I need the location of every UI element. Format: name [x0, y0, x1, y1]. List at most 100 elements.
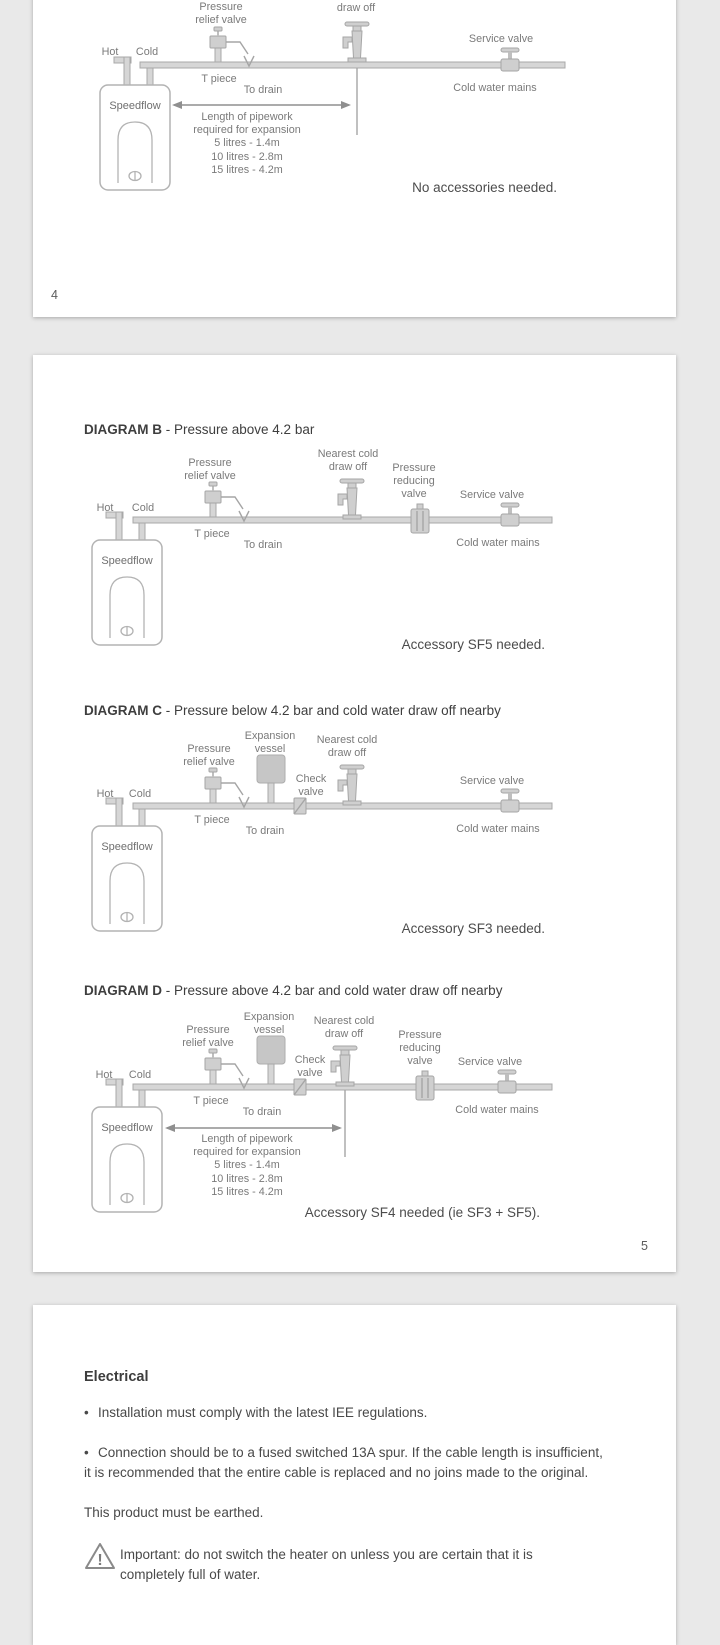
pressure-relief-valve-symbol — [204, 1048, 250, 1090]
page-number: 4 — [51, 288, 58, 302]
diagram-c-title-bold: DIAGRAM C — [84, 703, 162, 718]
expansion-note: Length of pipework required for expansio… — [193, 1133, 301, 1198]
pressure-reducing-valve-label: Pressure reducing valve — [398, 1029, 442, 1068]
nearest-cold-draw-off-label: Nearest cold draw off — [313, 1015, 375, 1041]
accessory-note: Accessory SF5 needed. — [401, 637, 545, 652]
service-valve-symbol — [500, 47, 520, 72]
cold-water-mains-label: Cold water mains — [456, 537, 540, 549]
hot-label: Hot — [96, 502, 114, 514]
important-note-line2: completely full of water. — [120, 1567, 261, 1582]
expansion-vessel-label: Expansion vessel — [243, 1011, 295, 1037]
diagram-b-title-bold: DIAGRAM B — [84, 422, 162, 437]
speedflow-unit — [91, 825, 163, 932]
diagram-b-title: DIAGRAM B - Pressure above 4.2 bar — [84, 422, 314, 437]
diagram-d-title-rest: - Pressure above 4.2 bar and cold water … — [162, 983, 503, 998]
expansion-vessel-label: Expansion vessel — [244, 730, 296, 756]
cold-water-mains-label: Cold water mains — [456, 823, 540, 835]
hot-cold-connection-pipes — [105, 1078, 146, 1108]
speedflow-label: Speedflow — [101, 841, 153, 853]
pressure-relief-valve-label: Pressure relief valve — [183, 743, 235, 769]
diagram-a-drawing — [99, 21, 566, 191]
pressure-reducing-valve-symbol — [415, 1070, 435, 1101]
tundish-icon — [238, 796, 250, 809]
accessory-note: Accessory SF4 needed (ie SF3 + SF5). — [304, 1205, 540, 1220]
electrical-heading: Electrical — [84, 1369, 149, 1385]
pressure-relief-valve-label: Pressure relief valve — [195, 1, 247, 27]
nearest-cold-draw-off-label: Nearest cold draw off — [316, 734, 378, 760]
tundish-icon — [243, 55, 255, 68]
warning-exclamation: ! — [97, 1552, 102, 1569]
to-drain-label: To drain — [242, 1106, 282, 1118]
page-5: DIAGRAM B - Pressure above 4.2 bar — [33, 355, 676, 1272]
diagram-c: Expansion vessel Nearest cold draw off P… — [33, 725, 676, 943]
bullet-glyph: • — [84, 1405, 89, 1420]
pressure-reducing-valve-symbol — [410, 503, 430, 534]
page-4: Pressure relief valve draw off Service v… — [33, 0, 676, 317]
pressure-relief-valve-symbol — [204, 481, 250, 523]
tundish-icon — [238, 510, 250, 523]
diagram-c-title-rest: - Pressure below 4.2 bar and cold water … — [162, 703, 501, 718]
draw-off-label: draw off — [336, 2, 376, 14]
bullet-text: Installation must comply with the latest… — [98, 1405, 428, 1420]
to-drain-label: To drain — [243, 84, 283, 96]
dimension-arrow — [172, 101, 351, 109]
check-valve-symbol — [293, 797, 307, 815]
expansion-vessel-symbol — [256, 754, 286, 804]
bullet-text: Connection should be to a fused switched… — [98, 1445, 603, 1460]
t-piece-label: T piece — [193, 1095, 229, 1107]
diagram-d-drawing — [91, 1035, 553, 1213]
cold-label: Cold — [128, 788, 152, 800]
page-6: Electrical • Installation must comply wit… — [33, 1305, 676, 1645]
cold-label: Cold — [131, 502, 155, 514]
check-valve-label: Check valve — [295, 773, 327, 799]
hot-cold-connection-pipes — [113, 56, 154, 86]
speedflow-unit — [91, 1106, 163, 1213]
diagram-d-title-bold: DIAGRAM D — [84, 983, 162, 998]
cold-label: Cold — [135, 46, 159, 58]
draw-off-tap-symbol — [337, 478, 365, 520]
service-valve-symbol — [500, 502, 520, 527]
pressure-relief-valve-label: Pressure relief valve — [182, 1024, 234, 1050]
service-valve-symbol — [500, 788, 520, 813]
draw-off-tap-symbol — [330, 1045, 358, 1087]
diagram-c-drawing — [91, 754, 553, 932]
pressure-relief-valve-symbol — [209, 26, 255, 68]
important-note-line1: Important: do not switch the heater on u… — [120, 1547, 533, 1562]
speedflow-label: Speedflow — [101, 1122, 153, 1134]
bullet-text-continuation: it is recommended that the entire cable … — [84, 1465, 589, 1480]
diagram-d-title: DIAGRAM D - Pressure above 4.2 bar and c… — [84, 983, 502, 998]
speedflow-unit — [91, 539, 163, 646]
t-piece-label: T piece — [201, 73, 237, 85]
pressure-relief-valve-label: Pressure relief valve — [184, 457, 236, 483]
cold-water-mains-label: Cold water mains — [455, 1104, 539, 1116]
hot-label: Hot — [101, 46, 119, 58]
speedflow-label: Speedflow — [101, 555, 153, 567]
service-valve-label: Service valve — [468, 33, 534, 45]
t-piece-label: T piece — [194, 814, 230, 826]
draw-off-tap-symbol — [337, 764, 365, 806]
check-valve-symbol — [293, 1078, 307, 1096]
cold-label: Cold — [128, 1069, 152, 1081]
expansion-vessel-symbol — [256, 1035, 286, 1085]
accessory-note: No accessories needed. — [412, 180, 557, 195]
speedflow-unit — [99, 84, 171, 191]
diagram-c-title: DIAGRAM C - Pressure below 4.2 bar and c… — [84, 703, 501, 718]
service-valve-label: Service valve — [457, 1056, 523, 1068]
earthed-statement: This product must be earthed. — [84, 1505, 264, 1520]
to-drain-label: To drain — [243, 539, 283, 551]
diagram-b: Nearest cold draw off Pressure relief va… — [33, 445, 676, 657]
hot-label: Hot — [95, 1069, 113, 1081]
diagram-b-drawing — [91, 478, 553, 646]
page-number: 5 — [641, 1239, 648, 1253]
tundish-icon — [238, 1077, 250, 1090]
diagram-a: Pressure relief valve draw off Service v… — [33, 0, 676, 205]
to-drain-label: To drain — [245, 825, 285, 837]
dimension-arrow — [165, 1124, 342, 1132]
nearest-cold-draw-off-label: Nearest cold draw off — [317, 448, 379, 474]
hot-cold-connection-pipes — [105, 511, 146, 541]
bullet-glyph: • — [84, 1445, 89, 1460]
pressure-relief-valve-symbol — [204, 767, 250, 809]
bullet-item: • Connection should be to a fused switche… — [84, 1445, 603, 1460]
expansion-note: Length of pipework required for expansio… — [193, 111, 301, 176]
